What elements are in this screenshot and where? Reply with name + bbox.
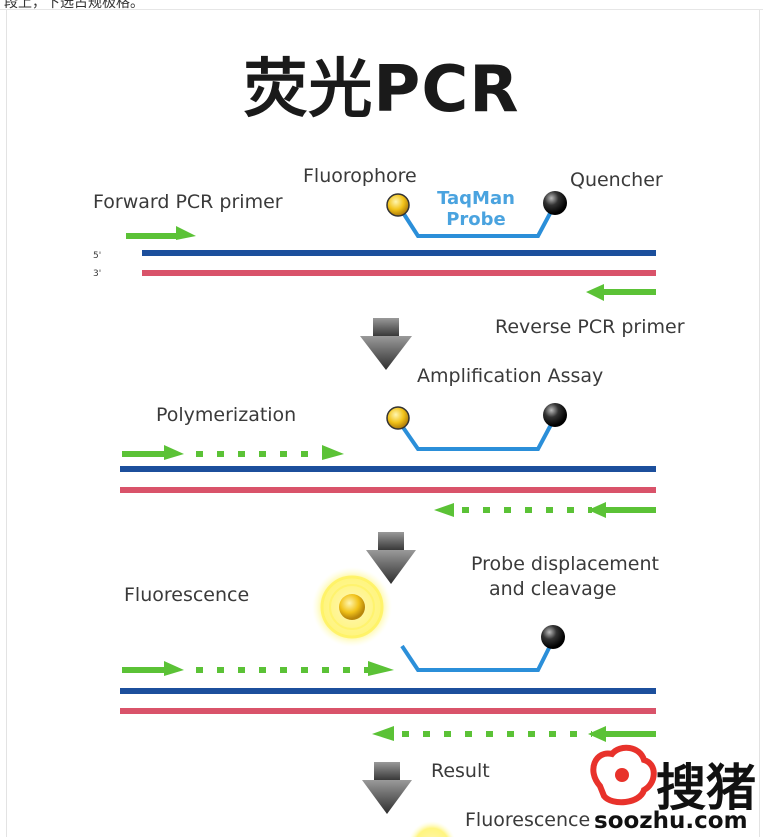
glow-icon bbox=[312, 567, 392, 647]
top-strand bbox=[120, 688, 656, 694]
strand-3-label: 3' bbox=[93, 269, 101, 279]
reverse-primer-arrow bbox=[586, 284, 656, 301]
bottom-strand bbox=[120, 487, 656, 493]
displacement-label-line2: and cleavage bbox=[489, 578, 616, 600]
fluorophore-dot bbox=[339, 594, 365, 620]
watermark-url: soozhu.com bbox=[594, 808, 748, 834]
fluorophore-label: Fluorophore bbox=[303, 165, 417, 187]
fluorophore-dot bbox=[386, 193, 410, 217]
top-strand bbox=[120, 466, 656, 472]
reverse-primer-label: Reverse PCR primer bbox=[495, 316, 685, 338]
strand-5-label: 5' bbox=[93, 251, 101, 261]
reverse-extension bbox=[434, 502, 656, 518]
quencher-dot bbox=[543, 191, 567, 215]
content-frame bbox=[6, 10, 760, 837]
forward-primer-label: Forward PCR primer bbox=[93, 191, 283, 213]
stage-2: Amplification Assay Polymerization bbox=[120, 365, 656, 518]
pig-logo-icon bbox=[590, 744, 657, 806]
probe-line bbox=[398, 418, 556, 451]
stage-1: Forward PCR primer Fluorophore Quencher … bbox=[93, 165, 685, 338]
result-label: Result bbox=[431, 760, 490, 782]
quencher-dot bbox=[543, 403, 567, 427]
stage-3: Probe displacement and cleavage Fluoresc… bbox=[120, 553, 659, 742]
top-clipped-text: 段上，下选占规极格。 bbox=[4, 0, 144, 10]
bottom-strand bbox=[120, 708, 656, 714]
down-arrow-icon bbox=[360, 318, 412, 370]
reverse-extension bbox=[372, 726, 656, 742]
watermark: 搜猪 soozhu.com bbox=[590, 744, 756, 834]
forward-primer-arrow bbox=[126, 226, 196, 240]
displacement-label-line1: Probe displacement bbox=[471, 553, 659, 575]
glow-icon bbox=[409, 821, 455, 837]
amplification-label: Amplification Assay bbox=[417, 365, 603, 387]
polymerization-label: Polymerization bbox=[156, 404, 296, 426]
forward-extension bbox=[122, 661, 394, 676]
forward-extension bbox=[122, 445, 344, 460]
probe-line bbox=[398, 205, 556, 238]
result-fluorescence-label: Fluorescence bbox=[465, 809, 590, 831]
cleaved-probe-line bbox=[400, 641, 554, 672]
fluorophore-dot bbox=[386, 406, 410, 430]
fluorescence-label: Fluorescence bbox=[124, 584, 249, 606]
probe-label-line1: TaqMan bbox=[437, 188, 515, 209]
page-title: 荧光PCR bbox=[243, 53, 520, 127]
top-strand bbox=[142, 250, 656, 256]
quencher-label: Quencher bbox=[570, 169, 663, 191]
bottom-strand bbox=[142, 270, 656, 276]
down-arrow-icon bbox=[366, 532, 416, 584]
probe-label-line2: Probe bbox=[446, 209, 506, 230]
top-clipped-text-bar: 段上，下选占规极格。 bbox=[0, 0, 763, 10]
down-arrow-icon bbox=[362, 762, 412, 814]
quencher-dot bbox=[541, 625, 565, 649]
stage-4: Result Fluorescence bbox=[409, 760, 590, 837]
watermark-cn-text: 搜猪 bbox=[656, 759, 756, 817]
